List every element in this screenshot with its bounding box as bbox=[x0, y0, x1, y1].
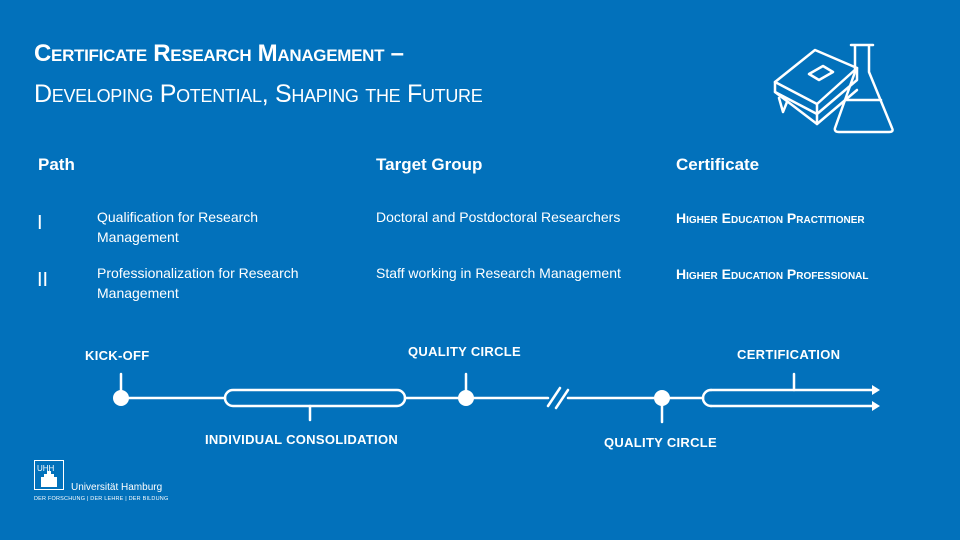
program-name: Professionalization for Research Managem… bbox=[97, 265, 299, 301]
certificate-name: Higher Education Professional bbox=[676, 266, 869, 282]
consolidation-bar bbox=[223, 388, 407, 408]
page-title: Certificate Research Management – bbox=[34, 40, 404, 67]
break-mark bbox=[554, 388, 570, 410]
book-and-flask-icon bbox=[773, 43, 894, 134]
quality-circle-milestone bbox=[458, 390, 474, 406]
kickoff-milestone bbox=[113, 390, 129, 406]
arrow-head bbox=[872, 401, 880, 411]
university-name: Universität Hamburg bbox=[71, 482, 163, 493]
quality-circle-milestone bbox=[654, 390, 670, 406]
consolidation-label: Individual Consolidation bbox=[205, 432, 399, 447]
arrow-bracket bbox=[701, 388, 713, 408]
break-mark bbox=[546, 386, 562, 408]
target-group: Staff working in Research Management bbox=[376, 265, 621, 281]
svg-text:UHH: UHH bbox=[37, 464, 55, 473]
page-subtitle: Developing Potential, Shaping the Future bbox=[34, 80, 483, 108]
castle-icon: UHH bbox=[37, 464, 57, 487]
column-header-path: Path bbox=[38, 155, 75, 174]
column-header-certificate: Certificate bbox=[676, 155, 760, 174]
program-name: Qualification for Research Management bbox=[97, 209, 259, 245]
quality-circle-label: Quality Circle bbox=[604, 435, 718, 450]
path-number: I bbox=[37, 212, 43, 234]
kickoff-label: Kick-off bbox=[85, 348, 150, 363]
quality-circle-label: Quality Circle bbox=[408, 344, 522, 359]
university-tagline: DER FORSCHUNG | DER LEHRE | DER BILDUNG bbox=[34, 496, 169, 502]
certification-label: Certification bbox=[737, 347, 841, 362]
certificate-name: Higher Education Practitioner bbox=[676, 210, 865, 226]
arrow-head bbox=[872, 385, 880, 395]
university-logo: UHH bbox=[34, 460, 64, 490]
target-group: Doctoral and Postdoctoral Researchers bbox=[376, 209, 621, 225]
path-number: II bbox=[37, 269, 49, 291]
column-header-target-group: Target Group bbox=[376, 155, 483, 174]
